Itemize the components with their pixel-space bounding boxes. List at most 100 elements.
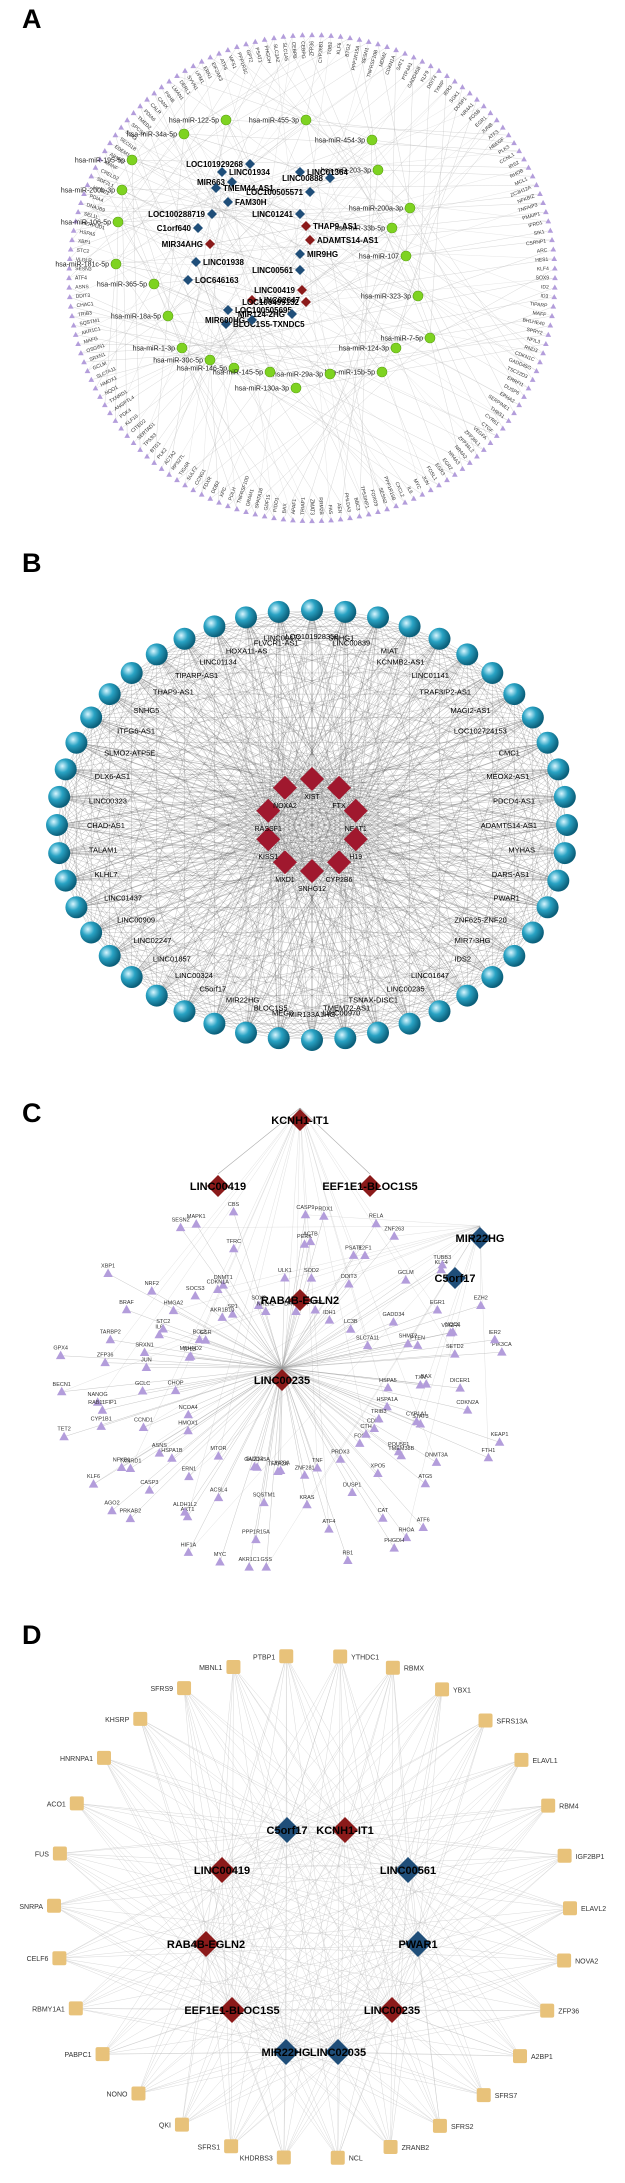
sphere-label: MIAT — [381, 646, 399, 655]
target-label: MAFG — [83, 336, 99, 346]
gene-nodes-c: HSPA1AHSPA1BACTBRHOATP53PTENAKT1MAPK1CDK… — [53, 1202, 512, 1571]
target-label: ERN1 — [201, 66, 213, 81]
rbp-label: SFRS1 — [198, 2144, 221, 2151]
sphere-nodes: LOC101928358SNHG1LINC00839MIATKCNMB2-AS1… — [46, 599, 578, 1051]
gene-node — [200, 1335, 211, 1344]
target-node — [337, 33, 344, 39]
gene-label: CBS — [228, 1202, 240, 1208]
target-node — [66, 294, 73, 300]
rbp-node — [540, 2003, 555, 2018]
target-node — [216, 499, 222, 505]
mirna-node — [424, 332, 436, 344]
gene-node — [158, 1324, 168, 1333]
mirna-label: hsa-miR-29a-3p — [273, 372, 323, 379]
gene-node — [154, 1329, 165, 1339]
gene-node — [305, 1236, 316, 1246]
gene-node — [319, 1211, 329, 1220]
hub-node — [469, 1227, 491, 1249]
lncrna-node — [295, 265, 305, 275]
target-node — [543, 340, 549, 347]
gene-node — [227, 1309, 238, 1318]
inner-label: NOXA2 — [273, 803, 297, 810]
mirna-node — [204, 354, 216, 366]
gene-label: IDH1 — [323, 1310, 336, 1316]
hub-label: C5orf17 — [435, 1273, 476, 1285]
gene-node — [213, 1284, 223, 1294]
gene-node — [144, 1485, 155, 1494]
gene-label: CDK2 — [367, 1418, 382, 1424]
sphere-label: BLOC1S5 — [254, 1004, 288, 1013]
target-node — [552, 275, 558, 281]
target-node — [459, 465, 466, 471]
gene-node — [300, 1209, 311, 1219]
gene-node — [261, 1562, 271, 1571]
target-label: MAFF — [532, 310, 546, 318]
target-node — [384, 43, 390, 49]
target-node — [427, 62, 434, 69]
target-node — [499, 124, 506, 130]
mirna-node — [400, 250, 412, 262]
mirna-node — [372, 164, 384, 176]
target-node — [271, 515, 277, 521]
target-label: DRAM1 — [245, 488, 256, 507]
mirna-label: hsa-miR-122-5p — [169, 118, 219, 125]
target-node — [474, 453, 480, 459]
rbp-node — [226, 1659, 241, 1674]
gene-label: GCLC — [135, 1381, 150, 1387]
gene-node — [280, 1272, 290, 1282]
gene-label: EGR1 — [430, 1300, 445, 1306]
target-node — [487, 110, 494, 116]
lncrna-node-d — [332, 1817, 358, 1843]
mirna-node — [116, 184, 128, 196]
inner-diamonds-b: XISTFTXNEAT1H19CYP2B6SNHG12MXD1KISS1RASS… — [255, 767, 368, 893]
target-node — [540, 350, 546, 356]
rbp-node — [279, 1649, 294, 1664]
hub-label: RAB4B-EGLN2 — [261, 1295, 339, 1307]
gene-label: CDKN1A — [207, 1280, 230, 1286]
gene-label: CYP1A1 — [406, 1412, 427, 1418]
gene-label: DUSP1 — [343, 1482, 361, 1488]
gene-label: E2F1 — [358, 1246, 371, 1252]
target-label: XBP1 — [77, 238, 91, 246]
gene-node — [154, 1448, 165, 1457]
target-label: NFKBIZ — [517, 193, 536, 205]
target-label: DDB2 — [210, 480, 221, 495]
target-label: ATF4 — [75, 275, 87, 281]
gene-node — [96, 1421, 106, 1430]
gene-node — [183, 1409, 194, 1419]
target-label: ZFP36 — [309, 41, 315, 56]
gene-label: PRDX1 — [315, 1206, 333, 1212]
gene-label: RHOA — [398, 1528, 414, 1534]
gene-node — [291, 1306, 301, 1315]
gene-node — [421, 1379, 431, 1388]
target-node — [551, 255, 558, 262]
target-label: PMAIP1 — [522, 211, 541, 222]
target-node — [69, 313, 75, 319]
sphere-label: LINC01141 — [412, 671, 449, 680]
target-node — [529, 173, 536, 179]
gene-label: GSS — [260, 1557, 272, 1563]
sphere-node — [120, 966, 143, 989]
sphere-node — [65, 896, 88, 919]
lncrna-label: LOC646163 — [195, 276, 239, 285]
target-node — [190, 487, 197, 493]
target-label: BBC3 — [352, 497, 360, 511]
sphere-label: MIR7-3HG — [455, 936, 491, 945]
lncrna-label: LINC02647 — [259, 296, 300, 305]
target-node — [88, 173, 95, 179]
gene-node — [369, 1423, 380, 1432]
rbp-node — [514, 1752, 529, 1767]
lncrna-node — [207, 209, 217, 219]
sphere-label: DARS-AS1 — [492, 870, 530, 879]
target-label: IL6 — [405, 486, 413, 495]
target-label: PSAT1 — [253, 47, 262, 64]
gene-label: ZNF263 — [384, 1226, 404, 1232]
target-label: SAT1 — [396, 58, 406, 72]
target-label: CEBPB — [290, 42, 297, 60]
lncrna-node — [295, 167, 305, 177]
rbp-label: QKI — [159, 2123, 171, 2130]
sphere-node — [54, 758, 77, 781]
sphere-node — [547, 869, 570, 892]
